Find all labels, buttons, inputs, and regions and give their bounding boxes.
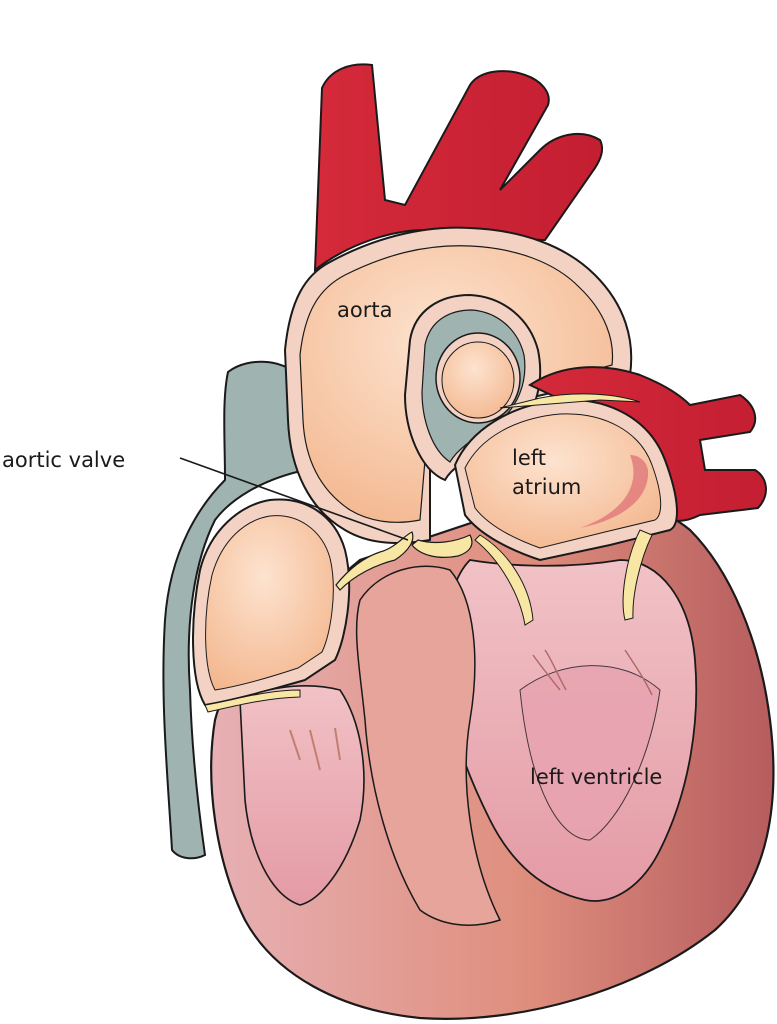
aortic-valve [335,531,473,591]
mitral-valve [474,529,653,696]
label-left-atrium-line1: left [512,446,546,470]
label-aortic-valve: aortic valve [2,448,125,472]
label-left-ventricle: left ventricle [530,765,662,789]
left-atrium [453,393,678,562]
right-heart [192,498,365,906]
label-aorta: aorta [337,298,392,322]
interventricular-septum [355,565,502,926]
label-left-atrium-line2: atrium [512,475,581,499]
aortic-valve-leader-line [179,457,409,541]
